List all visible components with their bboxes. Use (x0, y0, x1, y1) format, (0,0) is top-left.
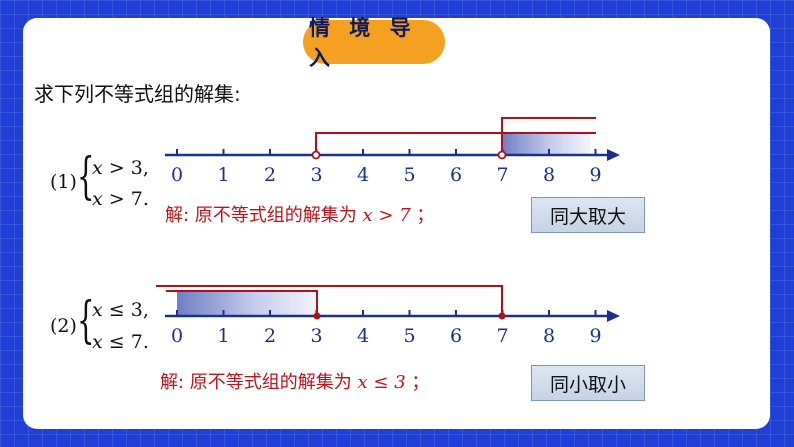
ray-x-gt-7 (501, 117, 596, 155)
tick-label: 7 (496, 164, 508, 186)
axis-arrow-1 (607, 149, 620, 161)
problem-2-solution: 解: 原不等式组的解集为 x ≤ 3 ； (160, 372, 430, 393)
tick-label: 6 (450, 164, 462, 186)
axis-arrow-2 (607, 310, 620, 322)
problem-2-brace: { (77, 291, 95, 349)
tick-label: 1 (217, 325, 229, 347)
problem-1-label: (1) (50, 171, 77, 193)
problem-2-label: (2) (50, 315, 77, 337)
open-point-7 (497, 150, 507, 160)
tick-label: 2 (264, 325, 276, 347)
tick-label: 0 (171, 164, 183, 186)
problem-1-brace: { (77, 147, 95, 205)
closed-point-7 (498, 312, 506, 320)
tick-label: 3 (310, 325, 322, 347)
open-point-3 (311, 150, 321, 160)
tick-label: 9 (589, 164, 601, 186)
problem-2-ineq-1: x ≤ 3, (92, 299, 149, 321)
problem-2-ineq-2: x ≤ 7. (92, 331, 149, 353)
tick-label: 3 (310, 164, 322, 186)
tick-label: 4 (357, 325, 369, 347)
ray-x-le-3 (166, 290, 318, 316)
tick-label: 2 (264, 164, 276, 186)
problem-1-rule-box: 同大取大 (531, 197, 645, 233)
problem-1-solution: 解: 原不等式组的解集为 x > 7 ； (165, 205, 435, 226)
tick-label: 5 (403, 325, 415, 347)
tick-label: 5 (403, 164, 415, 186)
closed-point-3 (313, 312, 321, 320)
solution-shade-1 (502, 133, 590, 155)
number-line-2: 0 1 2 3 4 5 6 7 8 9 (156, 285, 620, 347)
tick-label: 4 (357, 164, 369, 186)
tick-label: 8 (543, 164, 555, 186)
problem-2-rule-box: 同小取小 (531, 365, 645, 401)
problem-1-ineq-1: x > 3, (92, 157, 149, 179)
instruction-text: 求下列不等式组的解集: (34, 82, 241, 106)
tick-label: 0 (171, 325, 183, 347)
tick-label: 8 (543, 325, 555, 347)
tick-label: 6 (450, 325, 462, 347)
axis-ticks-2: 0 1 2 3 4 5 6 7 8 9 (171, 310, 602, 347)
solution-shade-2 (177, 291, 317, 316)
ray-x-le-7 (156, 285, 503, 316)
axis-ticks-1: 0 1 2 3 4 5 6 7 8 9 (171, 149, 602, 186)
tick-label: 7 (496, 325, 508, 347)
number-line-1: 0 1 2 3 4 5 6 7 8 9 (165, 117, 620, 186)
tick-label: 9 (589, 325, 601, 347)
problem-1-ineq-2: x > 7. (92, 188, 149, 210)
content-card (23, 18, 770, 429)
tick-label: 1 (217, 164, 229, 186)
